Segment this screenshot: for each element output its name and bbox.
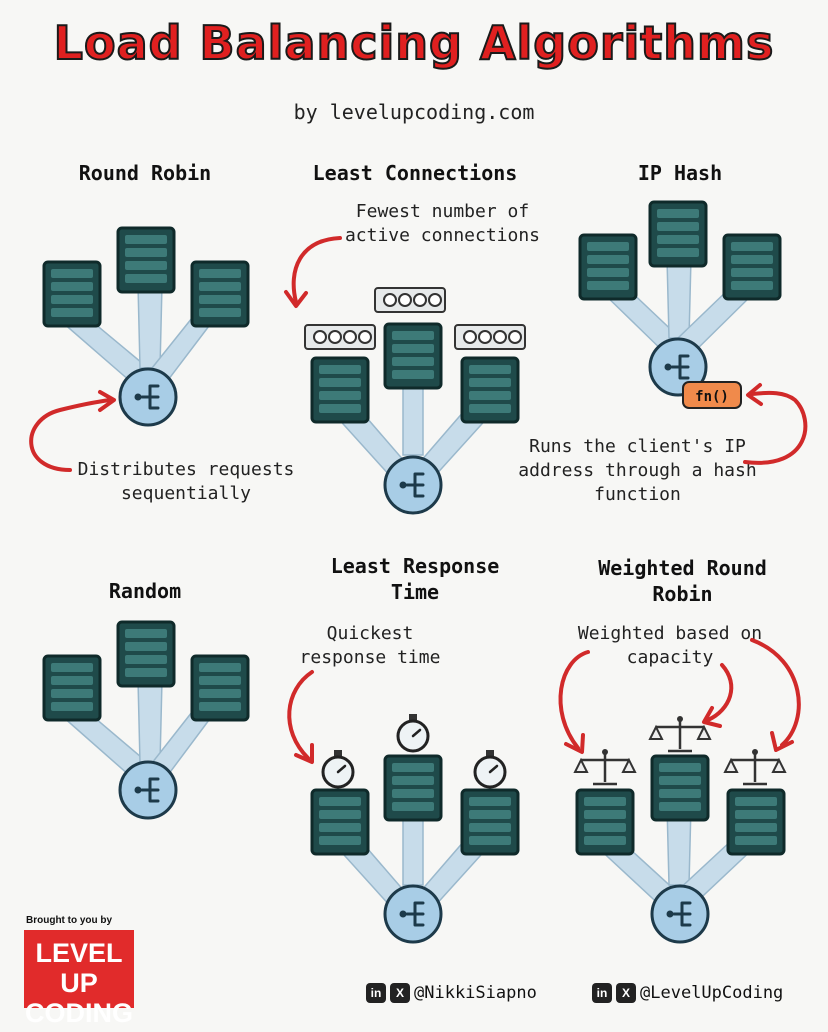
server-icon bbox=[190, 260, 250, 328]
arrow-icon bbox=[706, 663, 734, 722]
social-handle-2[interactable]: in X @LevelUpCoding bbox=[592, 983, 783, 1003]
heading-weighted-round-robin: Weighted Round Robin bbox=[598, 556, 767, 606]
arrow-icon bbox=[287, 670, 314, 760]
heading-ip-hash: IP Hash bbox=[637, 161, 723, 185]
load-balancer-icon bbox=[118, 760, 178, 820]
note-weighted-round-robin: Weighted based on capacity bbox=[577, 623, 763, 668]
server-icon bbox=[310, 788, 370, 856]
server-icon bbox=[383, 322, 443, 390]
server-icon bbox=[42, 260, 102, 328]
load-balancer-icon bbox=[118, 367, 178, 427]
server-icon bbox=[116, 620, 176, 688]
stopwatch-icon bbox=[396, 712, 430, 753]
least-connections-diagram bbox=[284, 236, 526, 515]
server-icon bbox=[42, 654, 102, 722]
arrow-icon bbox=[291, 236, 342, 304]
arrow-icon bbox=[750, 638, 801, 747]
scale-icon bbox=[573, 747, 637, 786]
server-icon bbox=[650, 754, 710, 822]
heading-least-response-time: Least Response Time bbox=[330, 554, 500, 604]
beam bbox=[137, 284, 163, 369]
byline: by levelupcoding.com bbox=[293, 100, 535, 124]
scale-icon bbox=[648, 714, 712, 753]
server-icon bbox=[460, 356, 520, 424]
least-response-time-diagram bbox=[287, 670, 520, 944]
random-diagram bbox=[42, 620, 250, 820]
x-icon: X bbox=[390, 983, 410, 1003]
connection-strip-icon bbox=[454, 324, 526, 350]
weighted-round-robin-diagram bbox=[558, 638, 801, 944]
scale-icon bbox=[723, 747, 787, 786]
beam bbox=[666, 257, 692, 339]
brand-line-1: LEVEL UP bbox=[35, 938, 123, 998]
stopwatch-icon bbox=[321, 748, 355, 789]
brand-logo: LEVEL UP CODING bbox=[24, 930, 134, 1028]
server-icon bbox=[116, 226, 176, 294]
server-icon bbox=[578, 233, 638, 301]
social-handle-1[interactable]: in X @NikkiSiapno bbox=[366, 983, 537, 1003]
arrow-icon bbox=[558, 650, 590, 750]
note-least-connections: Fewest number of active connections bbox=[344, 201, 541, 246]
arrow-icon bbox=[743, 390, 808, 465]
x-icon: X bbox=[616, 983, 636, 1003]
handle-levelup: @LevelUpCoding bbox=[640, 983, 784, 1003]
server-icon bbox=[722, 233, 782, 301]
fn-label: fn() bbox=[695, 389, 729, 405]
load-balancer-icon bbox=[383, 455, 443, 515]
hash-function-badge bbox=[682, 381, 742, 409]
beam bbox=[137, 679, 163, 764]
server-icon bbox=[310, 356, 370, 424]
stopwatch-icon bbox=[473, 748, 507, 789]
arrow-icon bbox=[29, 398, 112, 472]
heading-least-connections: Least Connections bbox=[312, 161, 518, 185]
ip-hash-diagram: fn() bbox=[578, 200, 808, 465]
note-round-robin: Distributes requests sequentially bbox=[77, 459, 295, 504]
handle-nikki: @NikkiSiapno bbox=[414, 983, 537, 1003]
note-ip-hash: Runs the client's IP address through a h… bbox=[518, 436, 757, 505]
server-icon bbox=[383, 754, 443, 822]
brand-line-2: CODING bbox=[25, 998, 133, 1028]
server-icon bbox=[648, 200, 708, 268]
heading-round-robin: Round Robin bbox=[78, 161, 212, 185]
server-icon bbox=[575, 788, 635, 856]
page-title: Load Balancing Algorithms bbox=[53, 15, 775, 71]
brought-to-you-label: Brought to you by bbox=[26, 915, 113, 926]
heading-random: Random bbox=[108, 579, 182, 603]
load-balancer-icon bbox=[650, 884, 710, 944]
linkedin-icon: in bbox=[592, 983, 612, 1003]
connection-strip-icon bbox=[374, 287, 446, 313]
note-least-response-time: Quickest response time bbox=[299, 623, 441, 668]
server-icon bbox=[190, 654, 250, 722]
connection-strip-icon bbox=[304, 324, 376, 350]
server-icon bbox=[726, 788, 786, 856]
round-robin-diagram bbox=[29, 226, 250, 472]
load-balancer-icon bbox=[383, 884, 443, 944]
linkedin-icon: in bbox=[366, 983, 386, 1003]
server-icon bbox=[460, 788, 520, 856]
